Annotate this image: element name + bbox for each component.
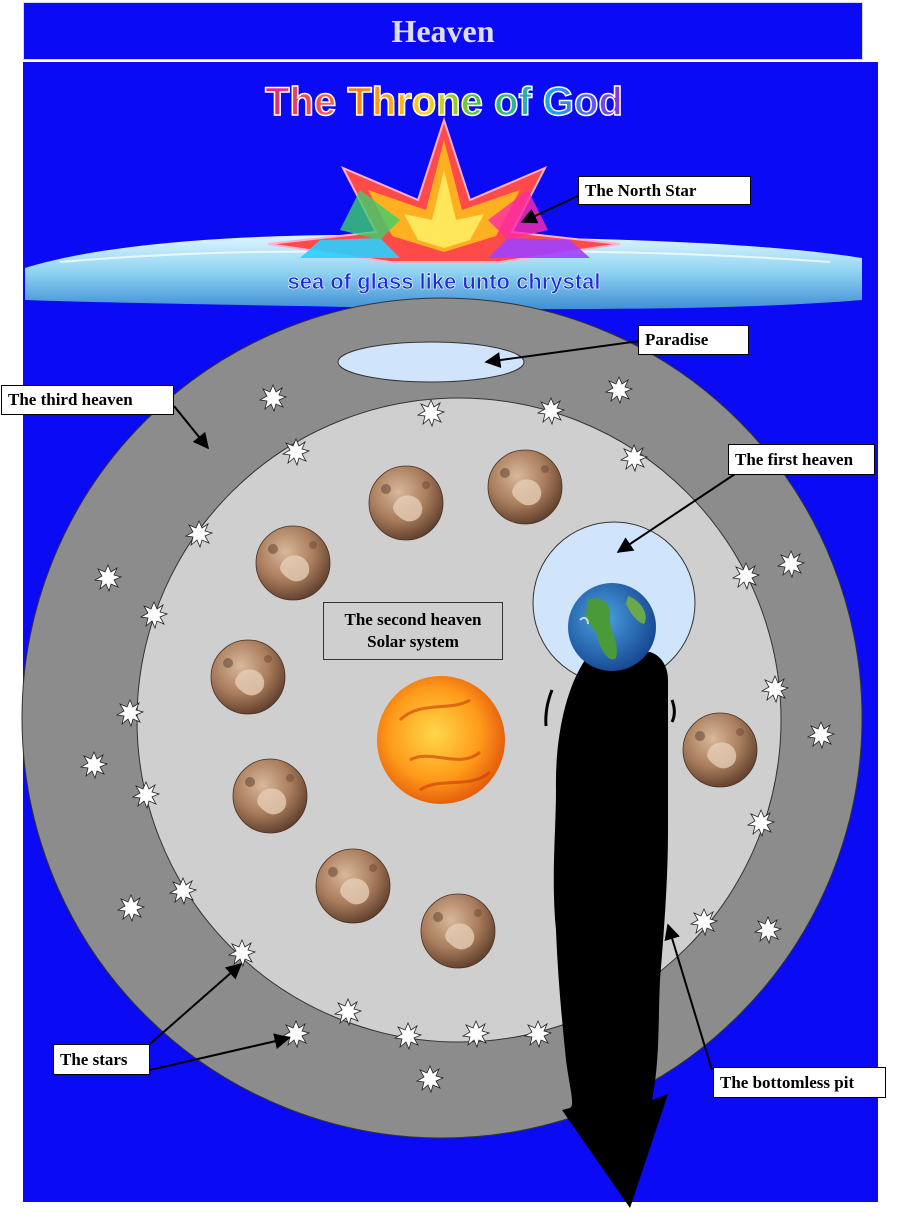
planet-icon	[232, 758, 308, 834]
solar-system-subtitle: Solar system	[367, 632, 459, 651]
earth-icon	[568, 583, 656, 671]
third-heaven-label: The third heaven	[1, 385, 174, 415]
planet-icon	[255, 525, 331, 601]
bottomless-pit-label: The bottomless pit	[713, 1067, 886, 1098]
throne-title: The Throne of God	[265, 80, 623, 124]
sun-icon	[377, 676, 505, 804]
page-title: Heaven	[23, 2, 863, 60]
north-star-label: The North Star	[578, 176, 751, 205]
planet-icon	[682, 712, 758, 788]
paradise-ellipse	[337, 341, 525, 383]
stars-label: The stars	[53, 1044, 150, 1075]
planet-icon	[368, 465, 444, 541]
second-heaven-title: The second heaven	[344, 610, 482, 629]
sea-caption: sea of glass like unto chrystal	[287, 269, 600, 294]
pointer-arrows	[149, 195, 736, 1071]
planet-icon	[487, 449, 563, 525]
planet-icon	[420, 893, 496, 969]
planet-icon	[315, 848, 391, 924]
first-heaven-label: The first heaven	[728, 444, 875, 475]
planet-icon	[210, 639, 286, 715]
bottomless-pit	[553, 652, 668, 1208]
second-heaven-label: The second heaven Solar system	[323, 602, 503, 660]
paradise-label: Paradise	[638, 325, 749, 355]
north-star-icon	[267, 116, 621, 263]
